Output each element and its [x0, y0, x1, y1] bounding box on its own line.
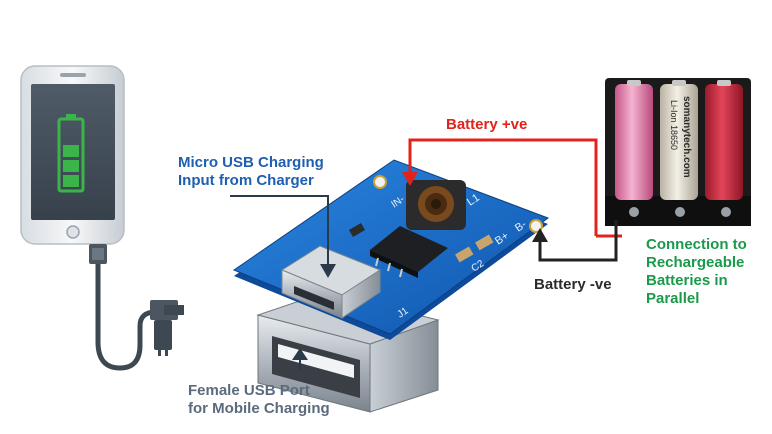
battery-holder: somanytech.com Li-Ion 18650 [605, 78, 751, 226]
connection-label-line-1: Connection to [646, 236, 747, 253]
battery-cell-1 [615, 80, 653, 200]
battery-positive-text: Battery +ve [446, 116, 528, 133]
connection-label-line-3: Batteries in [646, 272, 728, 289]
phone-connector [89, 244, 107, 264]
female-usb-pointer-arrow [292, 348, 308, 360]
inductor [406, 180, 466, 230]
female-usb-label: Female USB Port for Mobile Charging [188, 382, 330, 418]
battery-charging-icon [57, 114, 85, 193]
connection-label-line-2: Rechargeable [646, 254, 745, 271]
cell-brand-text: somanytech.com [681, 96, 692, 178]
connection-label-line-4: Parallel [646, 290, 700, 307]
positive-wire [408, 138, 598, 236]
positive-wire-arrow [402, 172, 418, 186]
connection-label: Connection to Rechargeable Batteries in … [646, 236, 747, 308]
battery-cell-2 [660, 80, 698, 200]
battery-cell-3 [705, 80, 743, 200]
battery-positive-label: Battery +ve [446, 116, 527, 134]
micro-usb-pointer [230, 195, 329, 268]
negative-wire-arrow [532, 228, 548, 242]
battery-negative-label: Battery -ve [534, 276, 612, 294]
micro-usb-pointer-arrow [320, 264, 336, 278]
micro-usb-label-line-2: Input from Charger [178, 172, 314, 189]
ic-chip [370, 226, 448, 278]
cell-type-text: Li-Ion 18650 [669, 100, 679, 150]
usb-cable [95, 259, 159, 371]
negative-wire [538, 220, 618, 262]
silk-l1: L1 [465, 192, 482, 209]
female-usb-label-line-2: for Mobile Charging [188, 400, 330, 417]
charging-module-pcb: L1 B+ B- IN- C2 J1 [232, 159, 550, 340]
usb-plug-icon [150, 300, 184, 356]
micro-usb-label: Micro USB Charging Input from Charger [178, 154, 324, 190]
battery-negative-text: Battery -ve [534, 276, 612, 293]
micro-usb-label-line-1: Micro USB Charging [178, 154, 324, 171]
female-usb-label-line-1: Female USB Port [188, 382, 310, 399]
